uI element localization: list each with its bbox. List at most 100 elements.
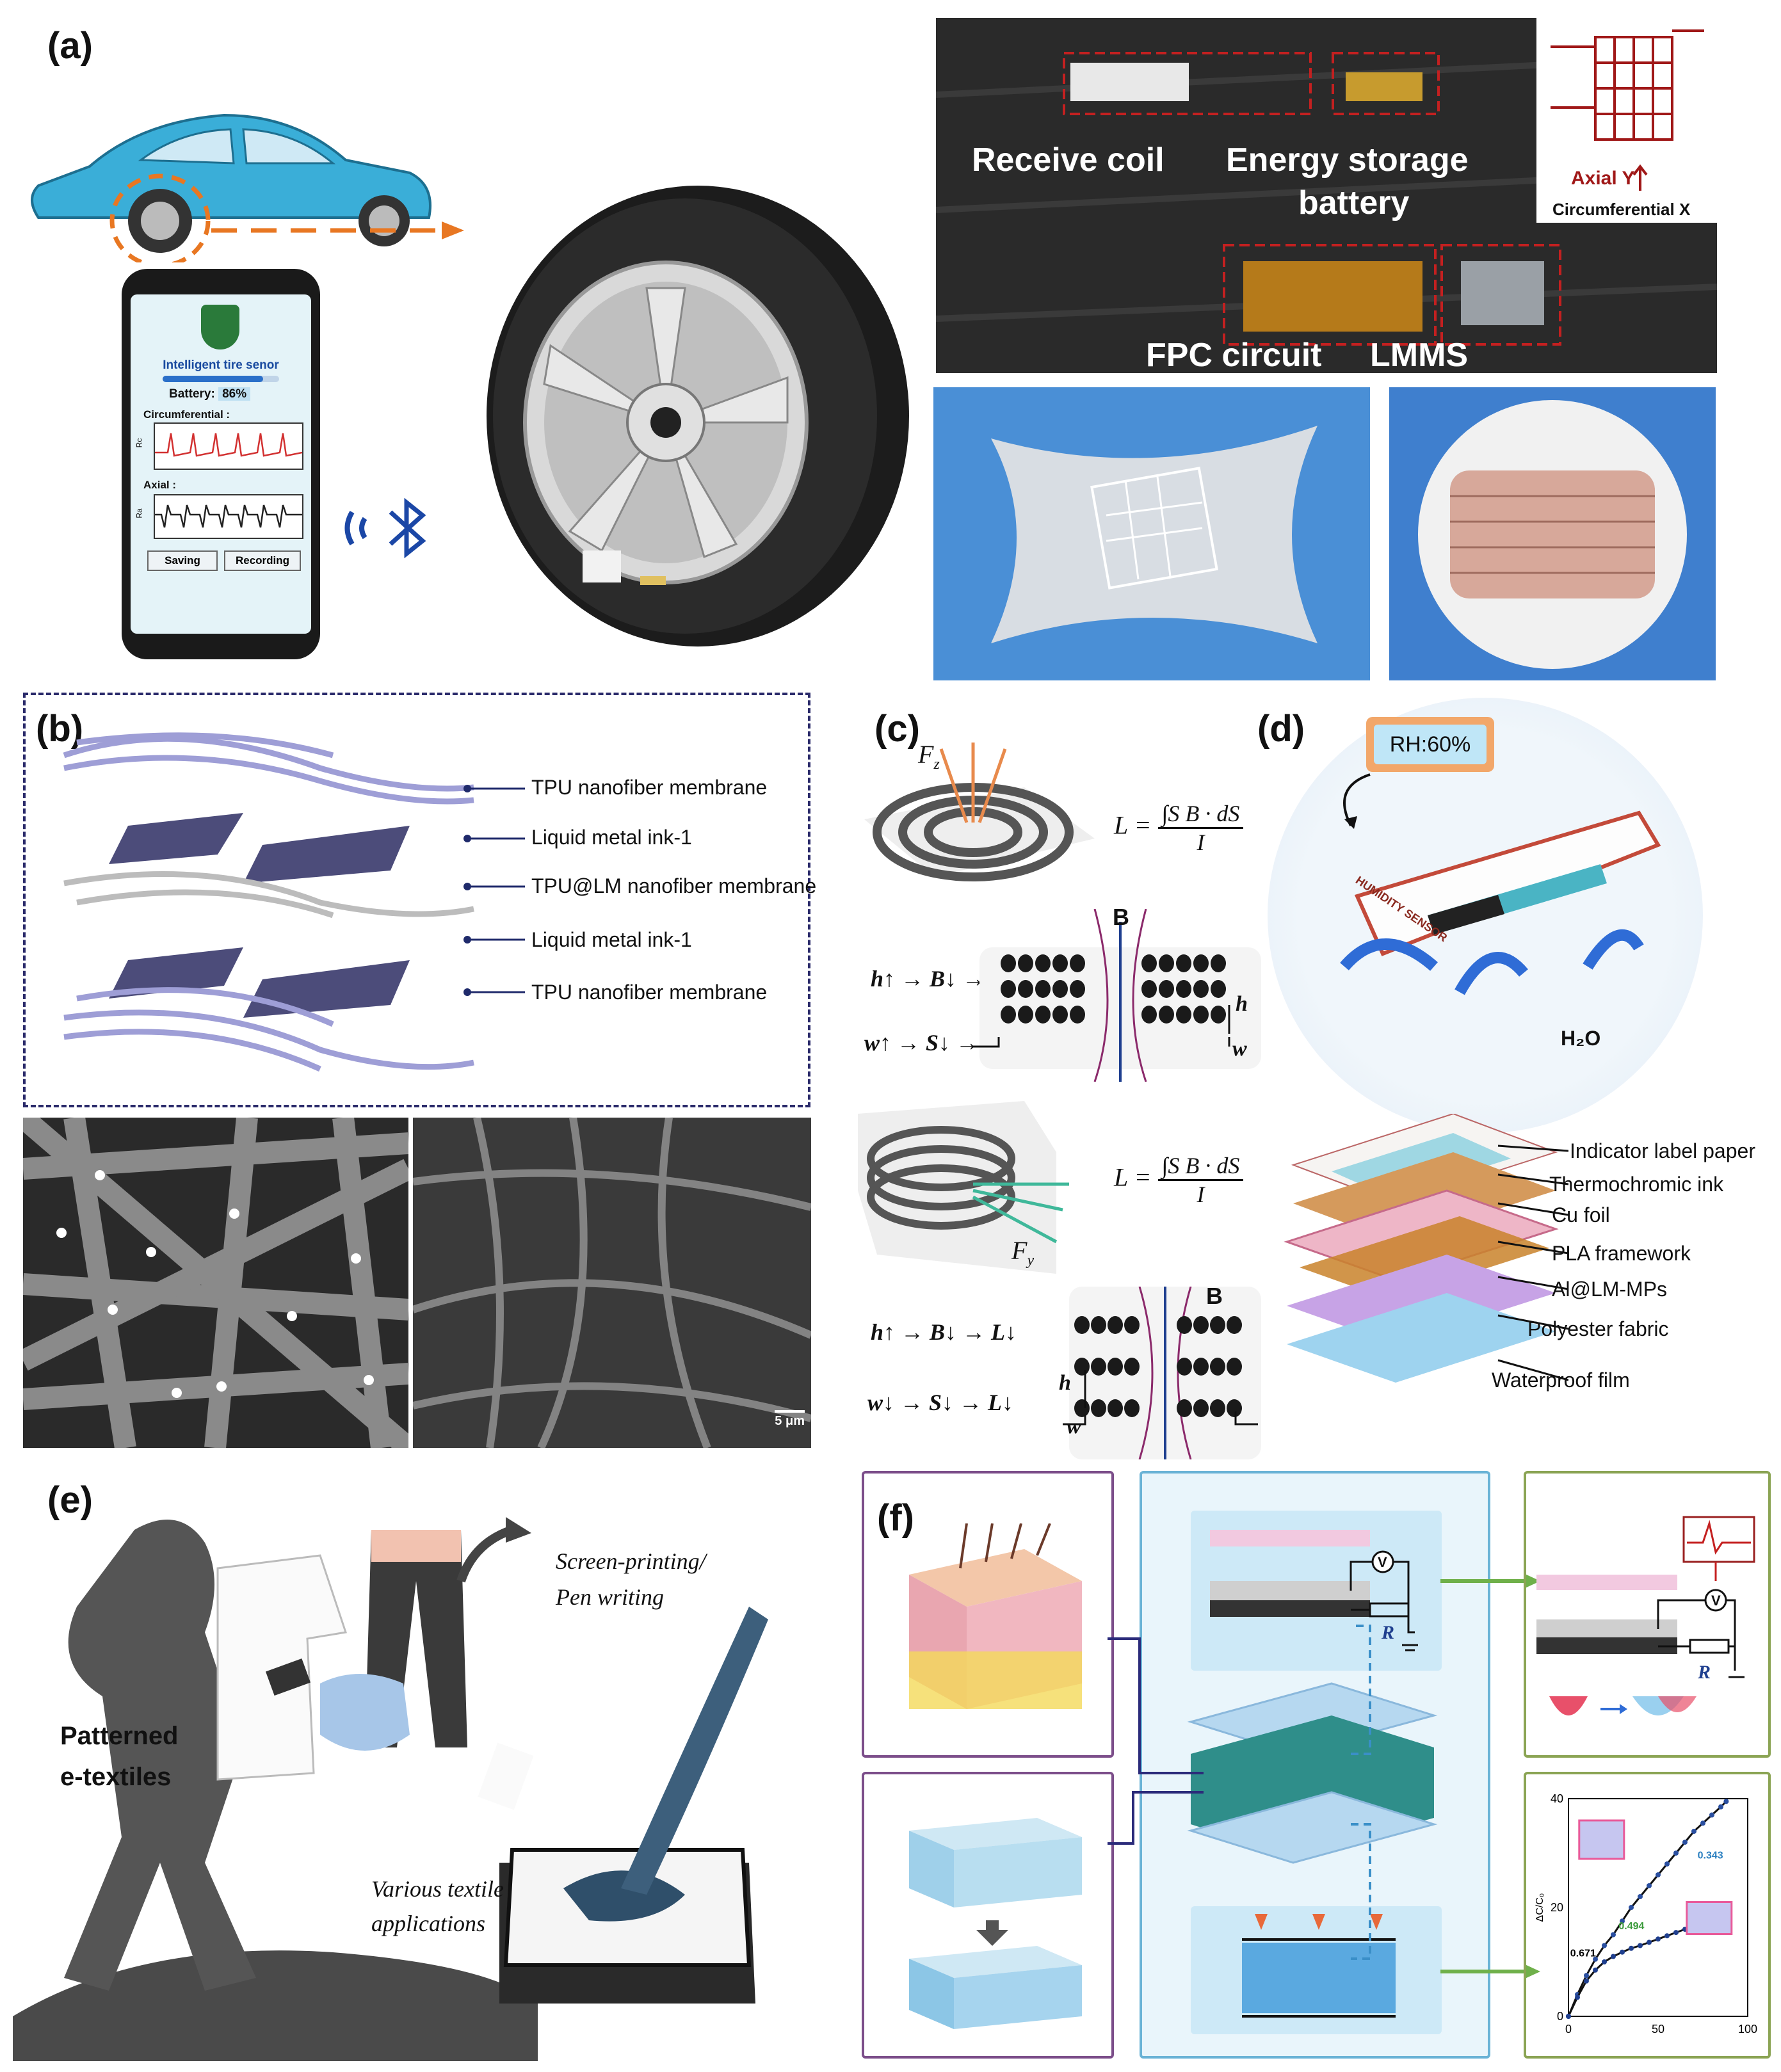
phone: Intelligent tire senor Battery: 86% Circ… bbox=[122, 269, 320, 659]
foam-illustration bbox=[896, 1811, 1088, 2029]
data-point bbox=[1656, 1872, 1661, 1877]
rh-arrow bbox=[1325, 768, 1389, 832]
screen-printing-label: Screen-printing/ bbox=[556, 1548, 706, 1574]
data-point bbox=[1593, 1967, 1598, 1973]
coil-wire bbox=[1141, 1006, 1157, 1024]
layer-b-0: TPU nanofiber membrane bbox=[531, 776, 768, 799]
fz-label: Fz bbox=[918, 739, 940, 773]
data-point bbox=[1575, 1995, 1580, 2000]
coil-wire bbox=[1193, 1316, 1209, 1334]
coil-wire bbox=[1018, 954, 1033, 972]
pen-writing-label: Pen writing bbox=[556, 1584, 664, 1610]
rh-display-inner: RH:60% bbox=[1374, 725, 1487, 764]
saving-button[interactable]: Saving bbox=[147, 550, 218, 571]
foam-box bbox=[862, 1772, 1114, 2059]
coil-crosssection-bottom bbox=[1063, 1286, 1268, 1460]
coil-wire bbox=[1193, 1399, 1209, 1417]
fz-sub: z bbox=[933, 756, 940, 773]
panel-d-label: (d) bbox=[1257, 708, 1305, 750]
coil-wire bbox=[1227, 1316, 1242, 1334]
data-point bbox=[1656, 1936, 1661, 1942]
scale-bar: 5 μm bbox=[775, 1410, 805, 1429]
coil-wire bbox=[1210, 1358, 1225, 1376]
data-point bbox=[1709, 1812, 1714, 1818]
coil-wire bbox=[1001, 1006, 1016, 1024]
data-point bbox=[1566, 2014, 1571, 2019]
humidity-card bbox=[1332, 807, 1664, 999]
coil-wire bbox=[1193, 1358, 1209, 1376]
inset-foam-2 bbox=[1686, 1901, 1733, 1935]
h2o-label: H₂O bbox=[1561, 1027, 1601, 1050]
coil-wire bbox=[1018, 1006, 1033, 1024]
data-point bbox=[1682, 1840, 1688, 1845]
coil-wire bbox=[1035, 1006, 1051, 1024]
coil-wire bbox=[1070, 1006, 1085, 1024]
data-point bbox=[1673, 1851, 1679, 1856]
fiber-illustration bbox=[23, 1118, 408, 1448]
formula-den-2: I bbox=[1197, 1182, 1205, 1207]
skin-illustration bbox=[896, 1523, 1088, 1715]
fy-sub: y bbox=[1027, 1252, 1035, 1269]
data-point bbox=[1691, 1829, 1696, 1834]
y-tick-label: 40 bbox=[1551, 1792, 1563, 1805]
coil-top-illustration bbox=[858, 736, 1101, 941]
coil-wire bbox=[1211, 954, 1226, 972]
coil-wire bbox=[1091, 1399, 1106, 1417]
coil-wire bbox=[1018, 980, 1033, 998]
battery-bar bbox=[163, 376, 279, 382]
coil-wire bbox=[1159, 954, 1174, 972]
h-label-bottom: h bbox=[1059, 1371, 1071, 1395]
coil-wire bbox=[1124, 1399, 1140, 1417]
patterned-label: Patterned bbox=[60, 1722, 179, 1750]
coil-wire bbox=[1074, 1358, 1090, 1376]
coil-wire bbox=[1052, 980, 1068, 998]
coil-wire bbox=[1227, 1358, 1242, 1376]
panel-e-label: (e) bbox=[47, 1479, 93, 1521]
data-point bbox=[1638, 1894, 1643, 1899]
panel-a-label: (a) bbox=[47, 25, 93, 67]
inductance-formula-top: L = ∫S B · dS I bbox=[1114, 800, 1244, 856]
coil-wire bbox=[1177, 1316, 1192, 1334]
fraction: ∫S B · dS I bbox=[1157, 800, 1244, 856]
arrow-dashed bbox=[211, 218, 467, 243]
coil-wire bbox=[1211, 1006, 1226, 1024]
data-point bbox=[1718, 1804, 1723, 1810]
signal-box bbox=[1524, 1471, 1771, 1758]
axial-chart bbox=[154, 494, 303, 539]
coil-wire bbox=[1176, 1006, 1191, 1024]
fpc-circuit-label: FPC circuit bbox=[1146, 337, 1322, 374]
sphere-photo bbox=[1389, 387, 1716, 680]
coil-wire bbox=[1193, 954, 1209, 972]
layer-b-3: Liquid metal ink-1 bbox=[531, 928, 692, 951]
data-point bbox=[1611, 1954, 1616, 1959]
circuit-top bbox=[1197, 1523, 1440, 1664]
energy-storage-label: Energy storage bbox=[1226, 141, 1469, 179]
relation-bot-1: h↑ → B↓ → L↓ bbox=[871, 1319, 1017, 1345]
formula-den: I bbox=[1197, 830, 1205, 855]
data-point bbox=[1664, 1861, 1670, 1867]
coil-wire bbox=[1124, 1316, 1140, 1334]
data-point bbox=[1620, 1918, 1625, 1924]
coil-crosssection-top bbox=[973, 908, 1268, 1082]
data-point bbox=[1647, 1883, 1652, 1888]
voltage-label-right: V bbox=[1711, 1593, 1721, 1609]
layer-b-4: TPU nanofiber membrane bbox=[531, 981, 768, 1004]
recording-button[interactable]: Recording bbox=[224, 550, 301, 571]
layer-b-1: Liquid metal ink-1 bbox=[531, 826, 692, 849]
b-field-bottom: B bbox=[1206, 1283, 1223, 1309]
data-point bbox=[1602, 1959, 1607, 1964]
circ-chart bbox=[154, 422, 303, 470]
data-point bbox=[1584, 1978, 1589, 1984]
w-label-top: w bbox=[1232, 1037, 1247, 1061]
coil-wire bbox=[1001, 954, 1016, 972]
phone-screen: Intelligent tire senor Battery: 86% Circ… bbox=[131, 294, 311, 634]
phone-title: Intelligent tire senor bbox=[163, 358, 279, 372]
chart-box bbox=[1524, 1772, 1771, 2059]
connector-lines bbox=[1108, 1472, 1543, 2048]
coil-wire bbox=[1070, 954, 1085, 972]
axial-y-label: Axial Y bbox=[1571, 168, 1635, 189]
various-textile-label: Various textile bbox=[371, 1876, 504, 1902]
circ-label: Circumferential : bbox=[143, 408, 230, 421]
voltage-label-center: V bbox=[1378, 1554, 1387, 1570]
